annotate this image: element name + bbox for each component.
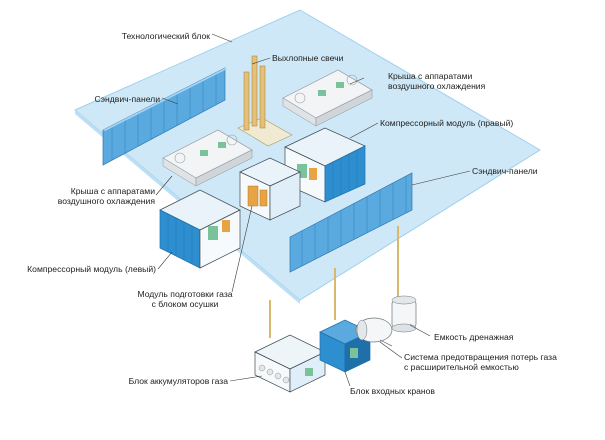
- label-roof-right-line2: воздушного охлаждения: [388, 81, 486, 91]
- label-gas-preparation-line1: Модуль подготовки газа: [137, 289, 233, 299]
- exhaust-stacks: [237, 55, 293, 147]
- compressor-module-left: [159, 189, 241, 269]
- label-drain-tank: Емкость дренажная: [434, 332, 514, 342]
- leader-lines: [155, 33, 471, 387]
- gas-loss-prevention-tank: [355, 317, 393, 347]
- label-exhaust-stacks: Выхлопные свечи: [272, 53, 344, 63]
- label-gas-loss-system-line2: с расширительной емкостью: [404, 362, 519, 372]
- label-sandwich-right: Сэндвич-панели: [472, 166, 538, 176]
- label-gas-accumulators: Блок аккумуляторов газа: [128, 376, 228, 386]
- label-inlet-valves: Блок входных кранов: [350, 386, 435, 396]
- label-roof-left: Крыша с аппаратами воздушного охлаждения: [30, 186, 155, 206]
- label-gas-preparation: Модуль подготовки газа с блоком осушки: [120, 289, 250, 309]
- gas-accumulator-block: [254, 334, 326, 393]
- sandwich-panel-right: [289, 172, 413, 273]
- support-posts: [269, 226, 399, 338]
- sandwich-panel-left: [102, 67, 227, 166]
- label-compressor-left: Компрессорный модуль (левый): [27, 264, 156, 274]
- label-tech-block: Технологический блок: [121, 31, 210, 41]
- label-roof-left-line2: воздушного охлаждения: [57, 196, 155, 206]
- label-roof-right-line1: Крыша с аппаратами: [388, 71, 473, 81]
- roof-coolers-right: [282, 69, 373, 127]
- roof-coolers-left: [162, 129, 253, 187]
- label-gas-preparation-line2: с блоком осушки: [151, 299, 219, 309]
- gas-preparation-module: [239, 157, 301, 221]
- label-gas-loss-system: Система предотвращения потерь газа с рас…: [404, 352, 557, 372]
- compressor-module-right: [284, 127, 366, 203]
- label-gas-loss-system-line1: Система предотвращения потерь газа: [404, 352, 557, 362]
- label-sandwich-left: Сэндвич-панели: [94, 94, 160, 104]
- label-roof-left-line1: Крыша с аппаратами: [70, 186, 155, 196]
- label-compressor-right: Компрессорный модуль (правый): [380, 118, 514, 128]
- label-roof-right: Крыша с аппаратами воздушного охлаждения: [388, 71, 485, 91]
